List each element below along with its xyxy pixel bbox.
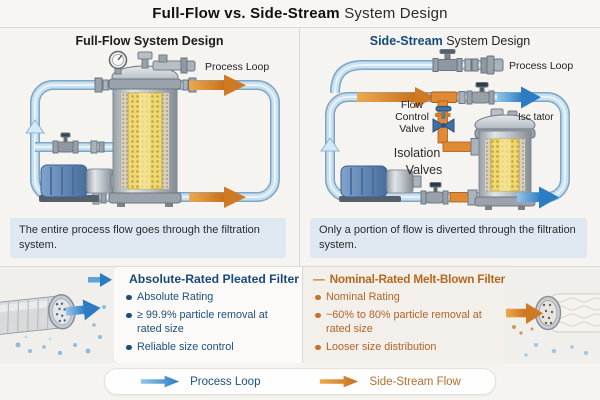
diagram-panels: Full-Flow System Design — [0, 28, 600, 266]
water-droplets — [15, 305, 106, 356]
nominal-filter-header: — Nominal-Rated Melt-Blown Filter — [313, 272, 505, 286]
pump — [38, 164, 119, 202]
side-stream-filter-housing — [474, 108, 536, 210]
isolation-valve-bottom — [420, 182, 449, 205]
side-stream-heading-rest: System Design — [446, 34, 531, 48]
page-title-rest: System Design — [344, 5, 448, 22]
isolation-valves-label-1: Isolation — [394, 146, 441, 160]
absolute-filter-bullets: Absolute Rating ≥ 99.9% particle removal… — [124, 291, 294, 355]
flow-control-valve-label-2: Control — [395, 111, 429, 123]
bullet-item: Looser size distribution — [313, 341, 498, 354]
isolation-valve-top — [458, 82, 495, 105]
pleated-filter-illustration — [0, 273, 112, 356]
upper-process-pipe — [330, 60, 491, 94]
small-flow-arrow-icon — [88, 273, 112, 287]
side-stream-return — [449, 189, 478, 206]
bullet-item: Absolute Rating — [124, 291, 292, 304]
side-stream-arrow-icon — [320, 375, 359, 388]
flow-control-valve-label-1: Flow — [401, 99, 424, 111]
process-loop-arrow-top — [497, 86, 541, 109]
full-flow-caption: The entire process flow goes through the… — [10, 218, 286, 258]
filter-housing — [108, 50, 195, 207]
process-loop-label: Process Loop — [205, 61, 269, 73]
flow-control-valve-label-3: Valve — [399, 123, 425, 135]
perforations — [55, 302, 66, 323]
side-stream-caption: Only a portion of flow is diverted throu… — [310, 218, 587, 258]
dash-icon: — — [313, 272, 325, 286]
legend-side-stream: Side-Stream Flow — [318, 374, 461, 389]
process-loop-arrow-bottom — [517, 186, 559, 209]
side-stream-branch — [357, 87, 481, 156]
title-bar: Full-Flow vs. Side-Stream System Design — [0, 0, 600, 28]
process-loop-label: Process Loop — [509, 60, 573, 72]
side-stream-diagram: Process Loop — [320, 49, 573, 210]
full-flow-panel: Full-Flow System Design — [0, 28, 300, 266]
up-flow-chevron — [320, 137, 340, 152]
absolute-filter-header: Absolute-Rated Pleated Filter — [124, 272, 299, 286]
isolator-label: Isc tator — [518, 112, 554, 123]
pressure-gauge-icon — [108, 50, 127, 75]
bullet-item: ~60% to 80% particle removal at rated si… — [313, 309, 498, 336]
flow-control-valve — [432, 106, 455, 133]
legend-process-loop: Process Loop — [139, 374, 260, 389]
legend-process-loop-label: Process Loop — [190, 375, 261, 388]
legend-box: Process Loop Side-Stream Flow — [104, 368, 496, 395]
nominal-filter-column: — Nominal-Rated Melt-Blown Filter Nomina… — [302, 267, 506, 363]
perforations — [541, 303, 554, 325]
nominal-filter-bullets: Nominal Rating ~60% to 80% particle remo… — [313, 291, 498, 355]
side-stream-panel: Side-Stream System Design — [300, 28, 600, 266]
nominal-filter-title: Nominal-Rated Melt-Blown Filter — [329, 272, 506, 286]
legend-bar: Process Loop Side-Stream Flow — [0, 363, 600, 400]
side-stream-arrow-bottom — [188, 186, 246, 208]
process-loop-arrow-icon — [140, 375, 180, 388]
pump — [339, 165, 422, 202]
full-flow-heading: Full-Flow System Design — [75, 34, 224, 48]
page-title: Full-Flow vs. Side-Stream System Design — [152, 5, 447, 22]
melt-blown-filter-illustration — [506, 293, 600, 357]
absolute-filter-title: Absolute-Rated Pleated Filter — [129, 272, 299, 286]
particles — [512, 325, 534, 335]
filter-comparison: Absolute-Rated Pleated Filter Absolute R… — [0, 266, 600, 363]
absolute-filter-column: Absolute-Rated Pleated Filter Absolute R… — [114, 267, 302, 363]
diagram-labels: Flow Control Valve Isc tator Isolation V… — [394, 99, 555, 177]
water-droplets — [524, 343, 588, 357]
bullet-item: Nominal Rating — [313, 291, 498, 304]
upper-pipe-valve — [432, 49, 504, 75]
branch-valve — [52, 132, 104, 154]
bullet-item: ≥ 99.9% particle removal at rated size — [124, 309, 292, 336]
full-flow-diagram: Process Loop — [24, 50, 280, 208]
legend-side-stream-label: Side-Stream Flow — [369, 375, 461, 388]
side-stream-arrow — [506, 303, 543, 324]
side-stream-heading: Side-Stream System Design — [300, 34, 600, 48]
bullet-item: Reliable size control — [124, 341, 292, 354]
page-title-emphasis: Full-Flow vs. Side-Stream — [152, 5, 340, 22]
side-stream-heading-emphasis: Side-Stream — [369, 34, 443, 48]
isolation-valves-label-2: Valves — [406, 163, 443, 177]
up-flow-chevron — [24, 119, 45, 134]
side-stream-arrow-top — [188, 74, 246, 96]
